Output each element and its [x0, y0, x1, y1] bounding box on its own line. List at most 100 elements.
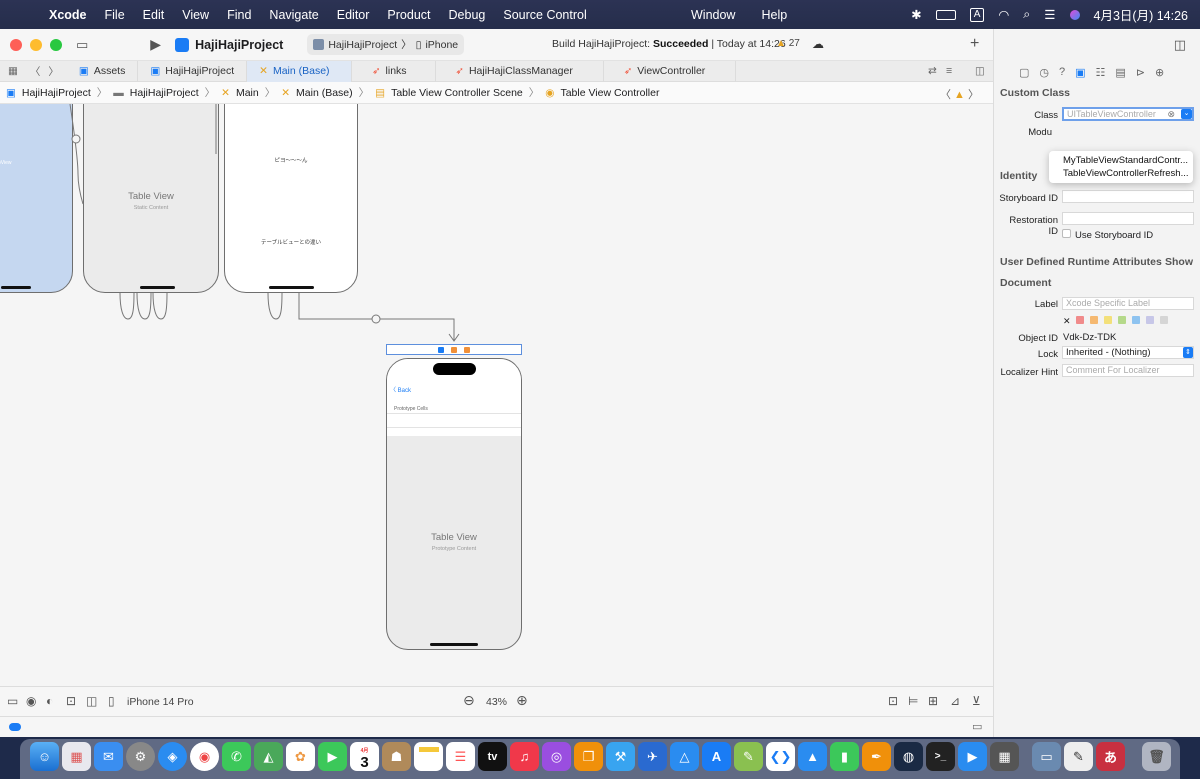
bluetooth-icon[interactable]: ✱ [911, 8, 922, 22]
color-swatch-gray[interactable] [1159, 316, 1168, 324]
tab-assets[interactable]: ▣ Assets [67, 60, 139, 82]
tab-view-controller[interactable]: ➶ ViewController [604, 60, 737, 82]
zoom-level[interactable]: 43% [486, 696, 508, 708]
zoom-out-icon[interactable]: ⊖ [463, 692, 475, 708]
localizer-hint-field[interactable]: Comment For Localizer [1062, 364, 1194, 377]
size-inspector-icon[interactable]: ▤ [1115, 66, 1126, 79]
clock[interactable]: 4月3日(月) 14:26 [1093, 9, 1188, 23]
wifi-icon[interactable]: ◠ [998, 8, 1010, 22]
align-icon[interactable]: ⊨ [908, 694, 919, 708]
prototype-cell[interactable] [387, 413, 521, 428]
suggestion-item[interactable]: TableViewControllerRefresh... [1063, 168, 1189, 179]
finder-icon[interactable]: ☺ [30, 742, 59, 771]
minimize-button[interactable] [30, 38, 42, 51]
system-settings-icon[interactable]: ⚙ [126, 742, 155, 771]
warning-indicator[interactable]: ▲ 27 [776, 38, 800, 49]
menu-source-control[interactable]: Source Control [503, 7, 587, 22]
color-swatch-blue[interactable] [1131, 316, 1140, 324]
app-store-icon[interactable]: A [702, 742, 731, 771]
color-swatch-orange[interactable] [1089, 316, 1098, 324]
device-selector[interactable]: iPhone 14 Pro [127, 696, 194, 708]
numbers-icon[interactable]: ▮ [830, 742, 859, 771]
textedit-icon[interactable]: ✎ [1064, 742, 1093, 771]
reminders-icon[interactable]: ☰ [446, 742, 475, 771]
color-swatch-red[interactable] [1075, 316, 1084, 324]
grid-icon[interactable]: ▦ [8, 65, 18, 77]
instruments-icon[interactable]: ✈ [638, 742, 667, 771]
menu-product[interactable]: Product [387, 7, 431, 22]
tab-links[interactable]: ➶ links [352, 60, 436, 82]
add-library-button[interactable]: + [970, 35, 980, 52]
breadcrumb-item[interactable]: HajiHajiProject [129, 86, 199, 99]
document-outline-icon[interactable]: ▭ [7, 694, 19, 708]
safari-icon[interactable]: ◈ [158, 742, 187, 771]
orientation-icon[interactable]: ◫ [86, 694, 98, 708]
input-mode-indicator[interactable]: A [969, 7, 985, 22]
spotlight-icon[interactable]: ⌕ [1023, 7, 1031, 21]
navigator-toggle-icon[interactable]: ▭ [76, 36, 89, 52]
split-editor-icon[interactable]: ◫ [975, 65, 985, 77]
notes-icon[interactable] [414, 742, 443, 771]
scheme-selector[interactable]: HajiHajiProject 〉 ▯ iPhone [307, 34, 465, 55]
terminal-icon[interactable]: >_ [926, 742, 955, 771]
class-field[interactable]: UITableViewController ⊗ ⌄ [1062, 107, 1194, 121]
table-view-controller-scene[interactable]: 〈 Back Prototype Cells Table View Protot… [386, 358, 522, 650]
books-icon[interactable]: ❐ [574, 742, 603, 771]
simulator-icon[interactable]: △ [670, 742, 699, 771]
view-controller-icon[interactable] [438, 346, 444, 353]
close-button[interactable] [10, 38, 22, 51]
suggestion-item[interactable]: MyTableViewStandardContr... [1063, 155, 1188, 166]
zoom-icon[interactable]: ▶ [958, 742, 987, 771]
keynote-icon[interactable]: ▲ [798, 742, 827, 771]
back-icon[interactable]: 〈 [29, 65, 41, 78]
back-button[interactable]: 〈 Back [390, 388, 412, 394]
device-icon[interactable]: ▯ [108, 694, 115, 708]
breadcrumb-item[interactable]: Table View Controller [560, 86, 660, 99]
control-center-icon[interactable]: ☰ [1044, 8, 1056, 22]
launchpad-icon[interactable]: ▦ [62, 742, 91, 771]
photos-icon[interactable]: ✿ [286, 742, 315, 771]
color-swatch-yellow[interactable] [1103, 316, 1112, 324]
vscode-icon[interactable]: ❮❯ [766, 742, 795, 771]
embed-icon[interactable]: ⊻ [972, 694, 981, 708]
maps-icon[interactable]: ◭ [254, 742, 283, 771]
menu-debug[interactable]: Debug [448, 7, 486, 22]
issue-navigation-icon[interactable]: 〈 ▲ 〉 [939, 89, 979, 101]
menu-view[interactable]: View [182, 7, 210, 22]
trait-icon[interactable]: ⊡ [66, 694, 77, 708]
related-items-icon[interactable]: ⇄ [928, 65, 937, 77]
dictionary-icon[interactable]: あ [1096, 742, 1125, 771]
editor-app-icon[interactable]: ✎ [734, 742, 763, 771]
xcode-icon[interactable]: ⚒ [606, 742, 635, 771]
contrast-icon[interactable]: ◐ [46, 694, 54, 708]
music-icon[interactable]: ♫ [510, 742, 539, 771]
connections-inspector-icon[interactable]: ⊳ [1135, 66, 1146, 79]
zoom-button[interactable] [50, 38, 62, 51]
exit-icon[interactable] [464, 346, 470, 353]
tab-main-base[interactable]: ✕ Main (Base) [247, 60, 353, 82]
clear-circle-icon[interactable]: ⊗ [1167, 109, 1175, 119]
screen-capture-icon[interactable]: ▭ [1032, 742, 1061, 771]
chrome-icon[interactable]: ◉ [190, 742, 219, 771]
breadcrumb-item[interactable]: Main [235, 86, 259, 99]
podcasts-icon[interactable]: ◎ [542, 742, 571, 771]
help-inspector-icon[interactable]: ? [1059, 66, 1066, 78]
restoration-id-field[interactable] [1062, 212, 1194, 225]
debug-layout-icon[interactable]: ▭ [972, 721, 983, 733]
static-table-scene[interactable]: Table View Static Content [83, 104, 219, 293]
attributes-inspector-icon[interactable]: ☷ [1095, 66, 1106, 79]
detail-scene[interactable]: ピヨ〜〜〜ん テーブルビューとの違い [224, 104, 358, 293]
segue-icon[interactable] [371, 314, 381, 324]
inspector-toggle-icon[interactable]: ◫ [1173, 37, 1186, 52]
tv-icon[interactable]: tv [478, 742, 507, 771]
file-inspector-icon[interactable]: ▢ [1019, 66, 1030, 79]
run-button[interactable]: ▶ [150, 36, 162, 52]
debug-area-toggle[interactable] [9, 723, 21, 731]
identity-inspector-icon[interactable]: ▣ [1075, 66, 1086, 79]
pages-icon[interactable]: ✒ [862, 742, 891, 771]
breadcrumb-item[interactable]: HajiHajiProject [21, 86, 91, 99]
first-responder-icon[interactable] [451, 346, 457, 353]
battery-icon[interactable] [935, 9, 956, 20]
cloud-icon[interactable]: ☁ [812, 37, 824, 51]
